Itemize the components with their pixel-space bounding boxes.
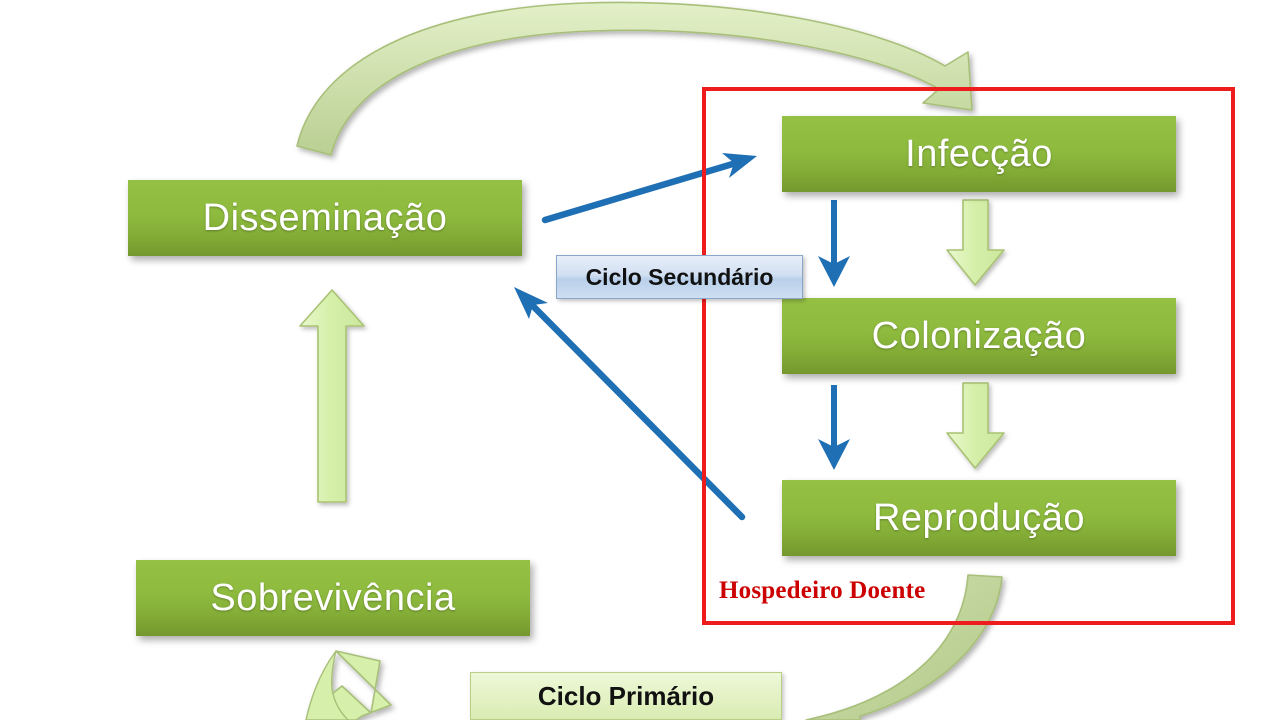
host-frame	[702, 87, 1235, 625]
arrow-curve-reproducao-sobrevivencia	[805, 574, 1003, 720]
box-infeccao[interactable]: Infecção	[782, 116, 1176, 192]
arrow-green-sobrevivencia-disseminacao	[299, 289, 365, 503]
box-reproducao-label: Reprodução	[872, 496, 1086, 539]
box-disseminacao-label: Disseminação	[202, 196, 448, 239]
callout-ciclo-secundario-label: Ciclo Secundário	[585, 263, 774, 290]
arrow-curve-bottom-left-head	[305, 650, 392, 720]
arrow-curve-disseminacao-infeccao	[296, 1, 973, 156]
arrow-blue-colonizacao-reproducao	[818, 385, 850, 470]
box-infeccao-label: Infecção	[905, 132, 1053, 175]
arrow-blue-reproducao-disseminacao	[514, 287, 746, 521]
arrow-green-colonizacao-reproducao	[946, 382, 1005, 469]
arrow-blue-infeccao-colonizacao	[818, 200, 850, 287]
box-disseminacao[interactable]: Disseminação	[128, 180, 522, 256]
box-colonizacao[interactable]: Colonização	[782, 298, 1176, 374]
callout-ciclo-primario[interactable]: Ciclo Primário	[470, 672, 782, 720]
callout-ciclo-primario-label: Ciclo Primário	[537, 680, 715, 711]
host-frame-label: Hospedeiro Doente	[719, 577, 926, 604]
arrow-green-infeccao-colonizacao	[946, 199, 1005, 286]
box-reproducao[interactable]: Reprodução	[782, 480, 1176, 556]
box-sobrevivencia[interactable]: Sobrevivência	[136, 560, 530, 636]
callout-ciclo-secundario[interactable]: Ciclo Secundário	[556, 255, 803, 299]
box-sobrevivencia-label: Sobrevivência	[210, 576, 456, 619]
box-colonizacao-label: Colonização	[871, 314, 1087, 357]
